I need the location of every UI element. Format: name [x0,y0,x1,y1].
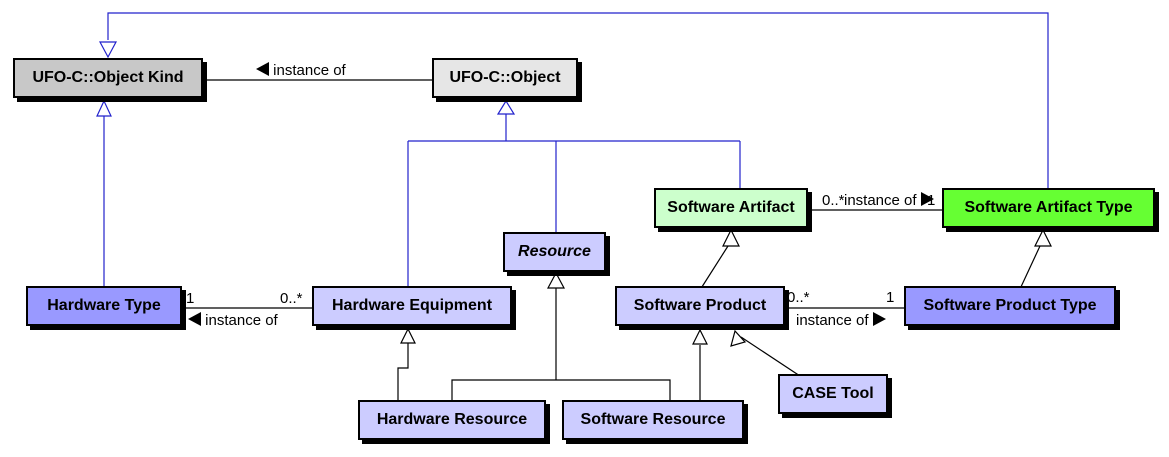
assoc-product-to-type-label: instance of [796,312,886,328]
class-software-resource-label: Software Resource [580,411,726,428]
gen-arrowheads-blue [96,41,516,117]
arrowhead-hardware-equipment [400,327,416,344]
assoc-equipment-to-type-text: instance of [205,312,278,329]
assoc-object-to-kind-label: instance of [256,62,346,78]
class-software-product-type-label: Software Product Type [923,297,1097,314]
class-software-artifact-type[interactable]: Software Artifact Type [942,188,1155,228]
assoc-equipment-source-mult: 0..* [280,290,303,307]
arrowhead-object-kind-bottom [96,99,112,117]
gen-resources-to-resource [451,379,671,402]
arrowhead-object [496,99,516,115]
direction-left-icon [188,312,201,326]
direction-right-icon [872,312,886,326]
class-resource[interactable]: Resource [503,232,606,272]
arrowhead-software-artifact-type [1034,228,1052,247]
assoc-artifact-to-type-label: instance of [844,192,934,208]
class-resource-label: Resource [518,243,591,260]
assoc-object-to-kind-text: instance of [273,62,346,79]
arrowhead-object-kind-top [99,41,117,59]
assoc-artifact-target-mult: 1 [927,192,936,209]
class-object-label: UFO-C::Object [449,69,561,86]
class-hardware-resource-label: Hardware Resource [376,411,528,428]
class-hardware-type[interactable]: Hardware Type [26,286,182,326]
arrowhead-resource [547,271,565,289]
assoc-product-to-type-text: instance of [796,312,869,329]
class-hardware-resource[interactable]: Hardware Resource [358,400,546,440]
assoc-equipment-target-mult: 1 [186,290,195,307]
gen-case-tool-to-product [740,336,801,377]
class-object-kind-label: UFO-C::Object Kind [32,69,184,86]
arrowhead-software-artifact [722,228,740,247]
gen-artifact-type-to-object-kind [107,12,1049,190]
direction-right-icon [920,192,934,206]
class-case-tool-label: CASE Tool [792,385,874,402]
assoc-equipment-to-type-label: instance of [188,312,278,328]
gen-hw-resource-to-equipment [397,341,409,402]
class-software-artifact-type-label: Software Artifact Type [964,199,1133,216]
gen-product-type-to-artifact-type [1019,245,1041,290]
class-case-tool[interactable]: CASE Tool [778,374,888,414]
assoc-artifact-source-mult: 0..* [822,192,845,209]
arrowhead-software-product-right [730,329,747,347]
class-software-artifact[interactable]: Software Artifact [654,188,808,228]
black-generalization-lines [397,245,1041,402]
class-hardware-equipment-label: Hardware Equipment [331,297,493,314]
direction-left-icon [256,62,269,76]
assoc-product-target-mult: 1 [886,289,895,306]
class-hardware-equipment[interactable]: Hardware Equipment [312,286,512,326]
assoc-product-source-mult: 0..* [787,289,810,306]
class-software-artifact-label: Software Artifact [667,199,795,216]
class-software-product[interactable]: Software Product [615,286,785,326]
class-software-product-type[interactable]: Software Product Type [904,286,1116,326]
arrowhead-software-product-left [692,328,708,345]
gen-product-to-artifact [699,245,729,291]
gen-arrowheads-black [400,228,1052,347]
class-object-kind[interactable]: UFO-C::Object Kind [13,58,203,98]
association-lines [182,79,942,309]
assoc-artifact-to-type-text: instance of [844,192,917,209]
class-hardware-type-label: Hardware Type [47,297,161,314]
class-object[interactable]: UFO-C::Object [432,58,578,98]
generalization-lines [103,12,1049,288]
class-software-resource[interactable]: Software Resource [562,400,744,440]
class-software-product-label: Software Product [633,297,767,314]
